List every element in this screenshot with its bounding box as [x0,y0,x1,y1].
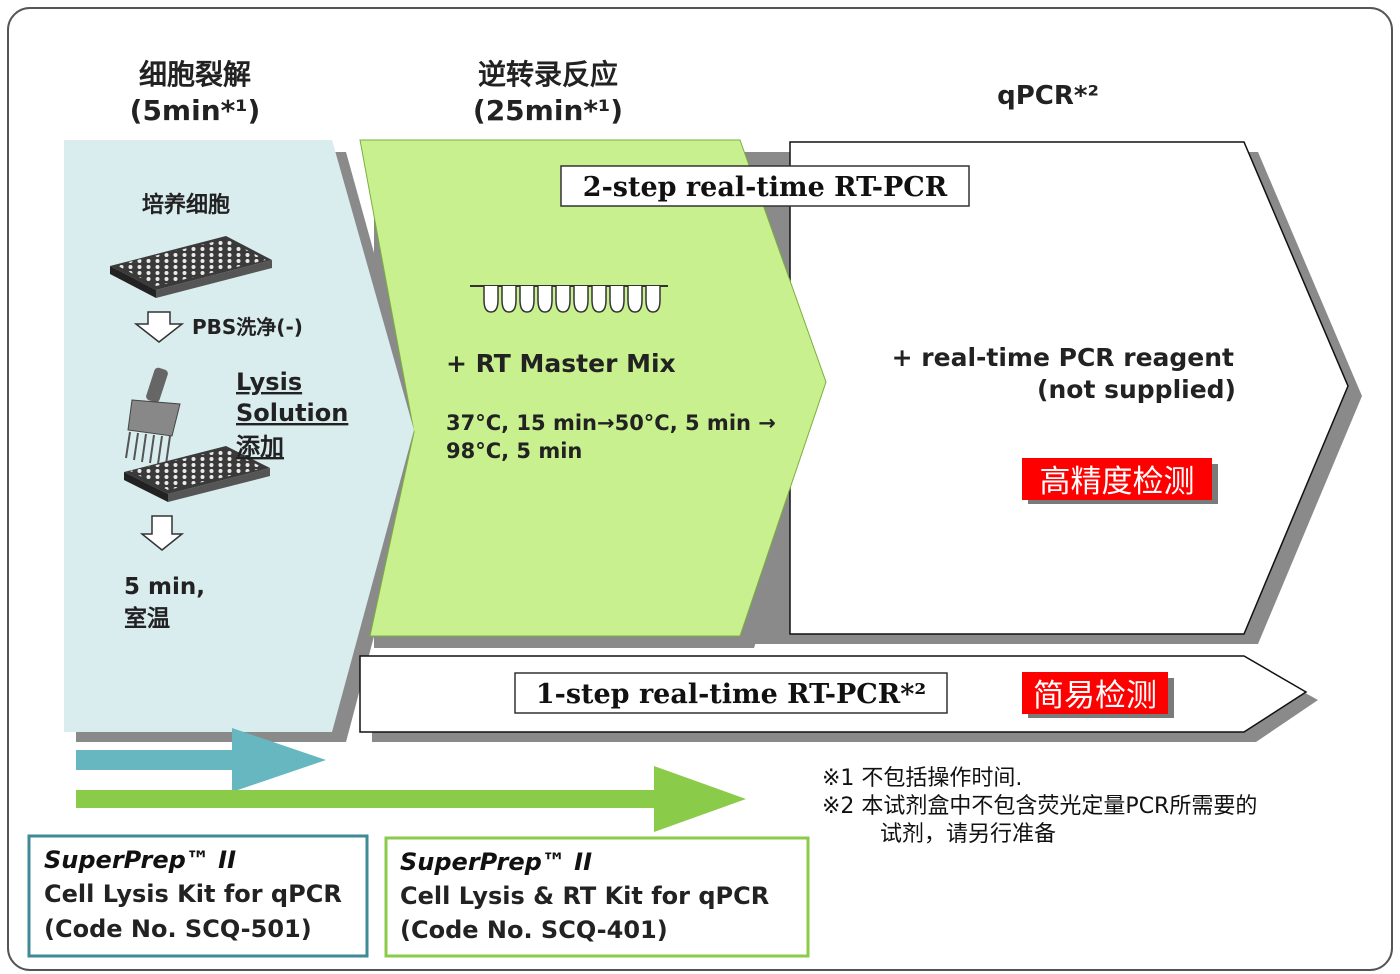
lysis-stage-time: (5min*¹) [130,94,261,127]
lysis-kit-arrow [76,728,326,792]
footnote-2-line2: 试剂，请另行准备 [880,822,1056,847]
cell-plate-icon [110,236,272,298]
one-step-label-box [514,672,948,714]
lysis-time-line1: 5 min, [124,574,205,600]
simple-detection-badge [1022,672,1168,714]
kit2-brand: SuperPrep™ II [400,848,592,876]
lysis-plate-icon [124,446,270,502]
high-precision-badge [1022,458,1212,500]
cultured-cells-label: 培养细胞 [142,192,230,218]
pcr-tube-strip-icon [470,285,668,313]
two-step-label-box [560,165,970,207]
lysis-solution-line3: 添加 [236,433,284,461]
multichannel-pipette-icon [125,367,181,465]
simple-detection-badge-label: 简易检测 [1033,678,1157,714]
two-step-label: 2-step real-time RT-PCR [583,172,948,203]
down-arrow-icon [133,311,185,343]
lysis-time-line2: 室温 [124,605,170,632]
rt-master-mix-label: + RT Master Mix [446,349,676,378]
kit1-box [27,834,369,958]
rt-stage-title: 逆转录反应 [478,58,618,91]
kit1-name: Cell Lysis Kit for qPCR [44,880,342,908]
kit2-box [384,836,810,958]
lysis-solution-line2: Solution [236,399,348,427]
footnote-1: ※1 不包括操作时间. [822,766,1022,791]
rt-stage-time: (25min*¹) [473,94,623,127]
qpcr-reagent-line2: (not supplied) [1037,375,1236,404]
rt-chevron [359,139,827,637]
rt-condition-line1: 37°C, 15 min→50°C, 5 min → [446,411,776,435]
kit2-code: (Code No. SCQ-401) [400,916,668,944]
high-precision-badge-label: 高精度检测 [1040,464,1195,500]
rt-condition-line2: 98°C, 5 min [446,439,582,463]
lysis-stage-title: 细胞裂解 [139,58,251,91]
qpcr-reagent-line1: + real-time PCR reagent [892,343,1234,372]
kit1-code: (Code No. SCQ-501) [44,915,312,943]
qpcr-stage-title: qPCR*² [997,81,1099,111]
wash-label: PBS洗净(-) [192,315,303,339]
qpcr-chevron [789,141,1349,635]
lysis-solution-line1: Lysis [236,368,302,396]
rt-kit-arrow [76,766,746,832]
kit2-name: Cell Lysis & RT Kit for qPCR [400,882,769,910]
down-arrow-icon [139,515,185,551]
kit1-brand: SuperPrep™ II [44,846,236,874]
footnote-2-line1: ※2 本试剂盒中不包含荧光定量PCR所需要的 [822,794,1257,819]
one-step-label: 1-step real-time RT-PCR*² [536,679,926,710]
